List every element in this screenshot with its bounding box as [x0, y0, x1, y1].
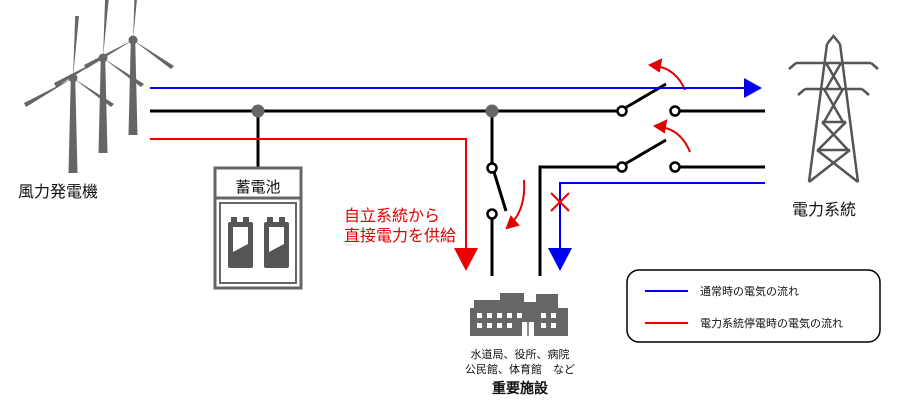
battery-storage	[213, 166, 303, 290]
wind-farm-label: 風力発電機	[18, 182, 99, 201]
battery-label: 蓄電池	[235, 178, 281, 196]
facility-examples-line2: 公民館、体育館 など	[465, 363, 575, 376]
power-grid-label: 電力系統	[792, 200, 857, 219]
junction-dots	[251, 104, 499, 118]
island-supply-label-line2: 直接電力を供給	[344, 226, 457, 245]
blocked-mark-icon	[550, 192, 570, 212]
transmission-tower-icon	[788, 34, 879, 183]
outage-flow-arrow	[150, 138, 478, 271]
legend-normal-flow-label: 通常時の電気の流れ	[700, 285, 799, 298]
main-power-lines	[150, 109, 765, 276]
legend-outage-flow-label: 電力系統停電時の電気の流れ	[700, 317, 843, 330]
facility-examples-line1: 水道局、役所、病院	[470, 348, 570, 361]
switch-operation-arrows	[505, 58, 691, 230]
battery-cells-icon	[228, 217, 289, 268]
island-supply-label-line1: 自立系統から	[344, 206, 441, 225]
switch-facility	[486, 162, 508, 220]
wind-turbines-icon	[24, 0, 174, 173]
switch-lower	[616, 138, 681, 173]
legend-box	[626, 269, 881, 343]
important-facility-label: 重要施設	[492, 381, 548, 397]
facility-building-icon	[470, 293, 568, 336]
normal-flow-arrows	[150, 78, 765, 271]
